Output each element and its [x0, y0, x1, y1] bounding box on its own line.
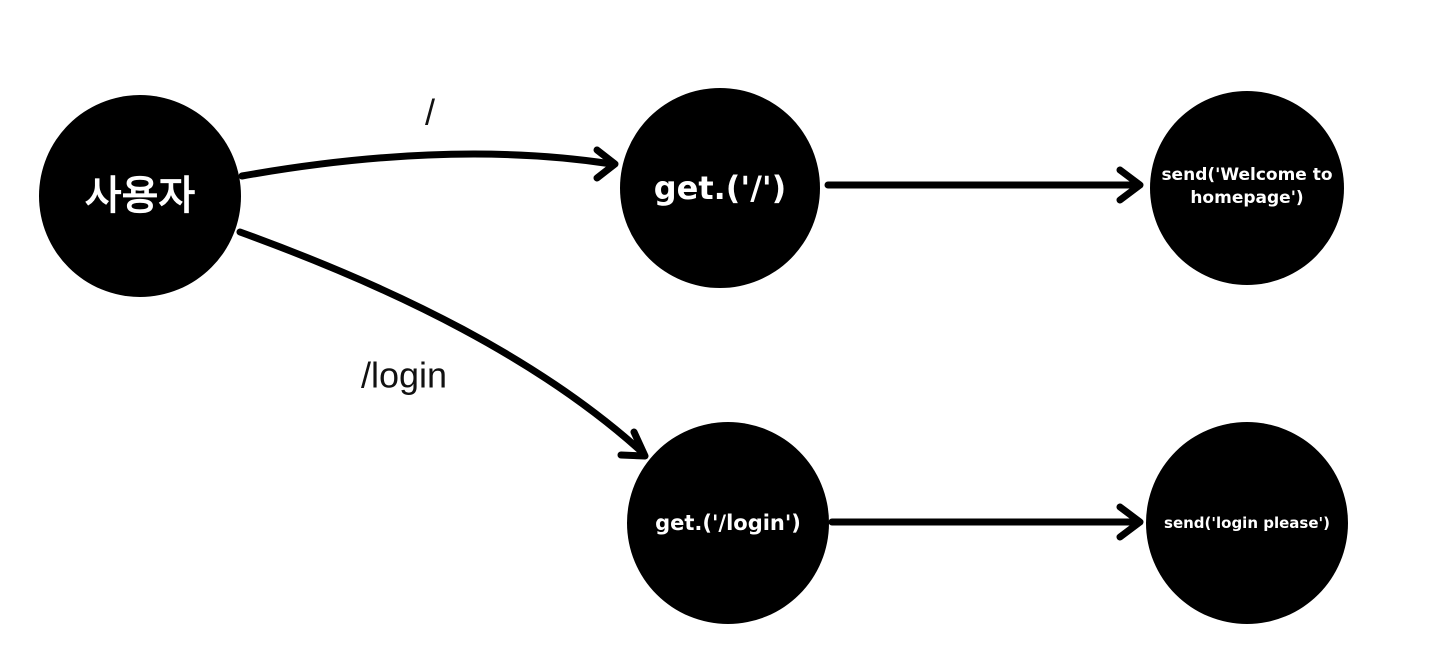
node-send-welcome-line-2: homepage') — [1190, 188, 1303, 208]
node-get-login: get.('/login') — [627, 422, 829, 624]
arrowhead-login-to-send — [1116, 503, 1144, 541]
edge-label-root: / — [425, 92, 435, 133]
node-get-root: get.('/') — [620, 88, 820, 288]
node-get-root-label: get.('/') — [654, 169, 787, 207]
node-get-login-label: get.('/login') — [655, 511, 801, 535]
arrowhead-user-to-root — [593, 146, 619, 182]
node-user: 사용자 — [39, 95, 241, 297]
arrowhead-root-to-welcome — [1116, 166, 1144, 204]
node-send-login: send('login please') — [1146, 422, 1348, 624]
node-send-welcome-line-1: send('Welcome to — [1161, 165, 1332, 185]
node-send-login-label: send('login please') — [1164, 514, 1330, 532]
edge-user-to-root — [238, 150, 616, 180]
edge-label-login: /login — [361, 355, 447, 396]
node-user-label: 사용자 — [85, 173, 196, 219]
edge-user-to-login — [236, 228, 646, 456]
arrowhead-user-to-login — [617, 428, 649, 460]
node-send-welcome: send('Welcome to homepage') — [1150, 91, 1344, 285]
